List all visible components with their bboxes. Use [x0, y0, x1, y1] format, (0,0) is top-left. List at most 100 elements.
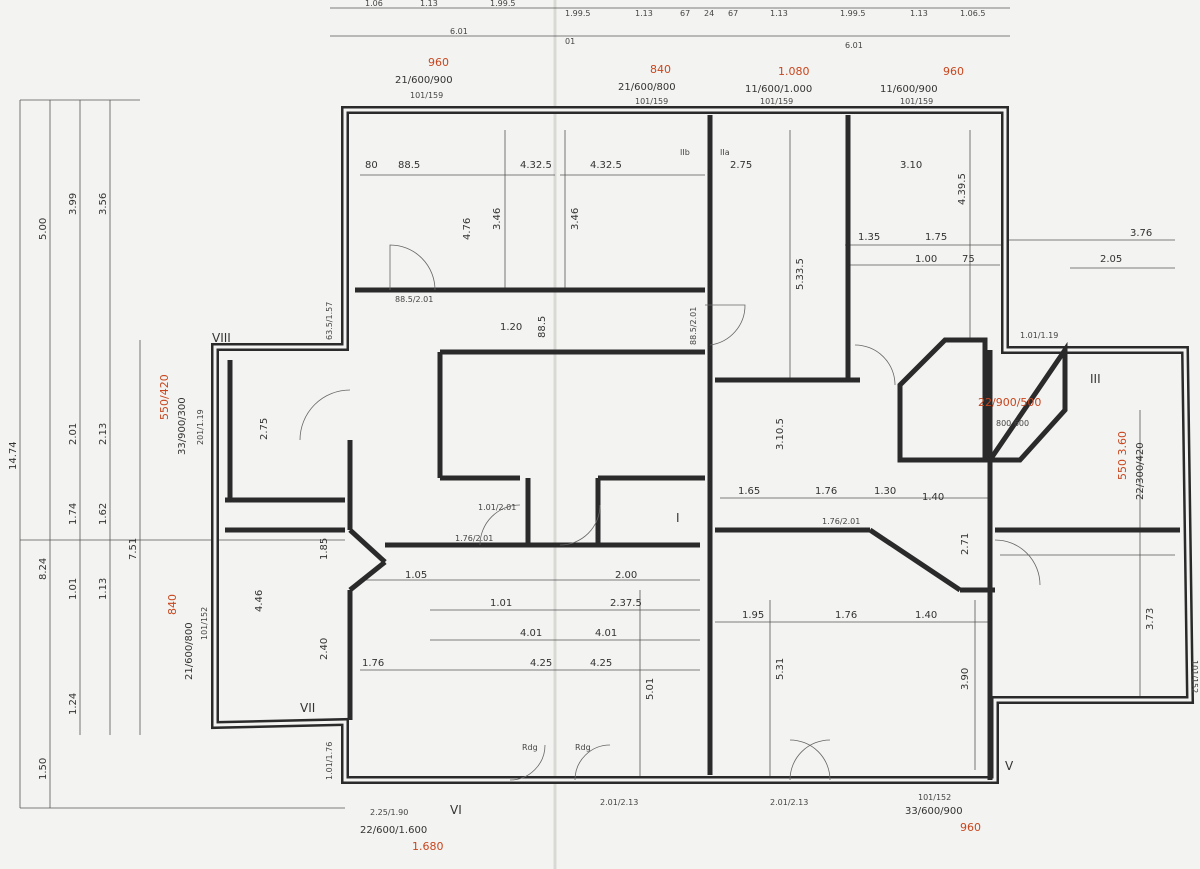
dim-label: 1.74	[68, 503, 79, 525]
room-dim-label: 2.05	[1100, 254, 1122, 265]
window-code: 22/900/500	[978, 396, 1041, 409]
window-size: 101/152	[918, 793, 951, 802]
room-dim-label: 88.5	[398, 160, 420, 171]
window-correction: 1.680	[412, 840, 444, 853]
room-dim-label: 4.01	[520, 628, 542, 639]
window-code: 22/600/1.600	[360, 825, 427, 836]
room-dim-label: 88.5	[537, 316, 548, 338]
dim-label: 1.13	[420, 0, 438, 8]
window-correction: 550 3.60	[1116, 431, 1129, 480]
window-correction: 840	[650, 63, 671, 76]
room-dim-label: 1.01	[490, 598, 512, 609]
window-correction: 550/420	[158, 374, 171, 420]
dim-label: 1.06	[365, 0, 383, 8]
room-mark: I	[676, 511, 680, 525]
room-dim-label: 4.25	[530, 658, 552, 669]
window-code: 21/600/800	[618, 82, 676, 93]
room-dim-label: 3.76	[1130, 228, 1152, 239]
room-dim-label: 3.46	[570, 208, 581, 230]
dim-label: 67	[680, 9, 690, 18]
room-dim-label: 4.25	[590, 658, 612, 669]
window-size: 101/159	[410, 91, 443, 100]
window-code: 33/600/900	[905, 806, 963, 817]
room-dim-label: 5.33.5	[795, 258, 806, 290]
window-code: 33/900/300	[177, 397, 188, 455]
dim-label: 1.13	[910, 9, 928, 18]
dim-label: 5.00	[38, 218, 49, 240]
top-dimensions: 1.06 1.13 1.99.5 6.01 1.99.5 1.13 67 24 …	[365, 0, 985, 50]
dim-label: 2.01	[68, 423, 79, 445]
room-dim-label: 5.31	[775, 658, 786, 680]
dim-label: 1.13	[635, 9, 653, 18]
door-size: 1.76/2.01	[455, 534, 493, 543]
room-dim-label: 3.46	[492, 208, 503, 230]
door-size: 88.5/2.01	[395, 295, 433, 304]
room-mark: VI	[450, 803, 462, 817]
window-labels: 21/600/900 960 101/159 21/600/800 840 10…	[158, 56, 1199, 853]
window-correction: 960	[960, 821, 981, 834]
room-mark: IIa	[720, 148, 730, 157]
room-dim-label: 3.90	[960, 668, 971, 690]
room-dim-label: 1.40	[915, 610, 937, 621]
room-dim-label: 75	[962, 254, 975, 265]
room-dim-label: 1.00	[915, 254, 937, 265]
window-code: 22/300/420	[1135, 442, 1146, 500]
room-dim-label: 80	[365, 160, 378, 171]
interior-walls	[225, 115, 1180, 780]
door-size: 88.5/2.01	[689, 307, 698, 345]
window-correction: 960	[943, 65, 964, 78]
window-size: 101/159	[635, 97, 668, 106]
room-dim-label: 1.85	[319, 538, 330, 560]
note: Rdg	[522, 743, 538, 752]
door-size: 63.5/1.57	[325, 302, 334, 340]
dim-label: 14.74	[8, 441, 19, 470]
dimension-lines	[19, 7, 1175, 809]
dim-label: 1.06.5	[960, 9, 985, 18]
room-dim-label: 1.95	[742, 610, 764, 621]
room-dim-label: 2.75	[259, 418, 270, 440]
room-dim-label: 3.10.5	[775, 418, 786, 450]
window-size: 201/1.19	[196, 409, 205, 445]
room-dim-label: 1.75	[925, 232, 947, 243]
room-dim-label: 2.71	[960, 533, 971, 555]
room-dim-label: 1.65	[738, 486, 760, 497]
dim-label: 3.56	[98, 193, 109, 215]
room-dim-label: 1.35	[858, 232, 880, 243]
dim-label: 3.99	[68, 193, 79, 215]
room-dim-label: 2.00	[615, 570, 637, 581]
dim-label: 2.13	[98, 423, 109, 445]
door-size: 1.01/1.76	[325, 742, 334, 780]
window-code: 21/600/800	[184, 622, 195, 680]
room-dim-label: 4.76	[462, 218, 473, 240]
window-size: 101/152	[1190, 660, 1199, 693]
dim-label: 8.24	[38, 558, 49, 580]
room-dim-label: 4.32.5	[520, 160, 552, 171]
room-mark: IIb	[680, 148, 690, 157]
dim-label: 7.51	[128, 538, 139, 560]
dim-label: 1.50	[38, 758, 49, 780]
dim-label: 1.99.5	[840, 9, 865, 18]
dim-label: 24	[704, 9, 714, 18]
window-correction: 960	[428, 56, 449, 69]
dim-label: 1.24	[68, 693, 79, 715]
door-size: 1.76/2.01	[822, 517, 860, 526]
room-dim-label: 1.05	[405, 570, 427, 581]
door-size: 1.01/1.19	[1020, 331, 1058, 340]
room-dim-label: 3.10	[900, 160, 922, 171]
room-dim-label: 4.39.5	[957, 173, 968, 205]
room-mark: VII	[300, 701, 315, 715]
room-dim-label: 2.37.5	[610, 598, 642, 609]
room-dim-label: 1.76	[815, 486, 837, 497]
dim-label: 01	[565, 37, 575, 46]
room-dim-label: 4.32.5	[590, 160, 622, 171]
dim-label: 1.13	[98, 578, 109, 600]
door-size: 1.01/2.01	[478, 503, 516, 512]
door-sizes: 88.5/2.01 1.01/2.01 1.76/2.01 1.76/2.01 …	[325, 295, 1058, 807]
room-dim-label: 2.40	[319, 638, 330, 660]
window-size: 101/159	[900, 97, 933, 106]
room-dim-label: 1.40	[922, 492, 944, 503]
room-dim-label: 1.76	[362, 658, 384, 669]
room-dim-label: 4.46	[254, 590, 265, 612]
door-swings	[299, 244, 1041, 781]
